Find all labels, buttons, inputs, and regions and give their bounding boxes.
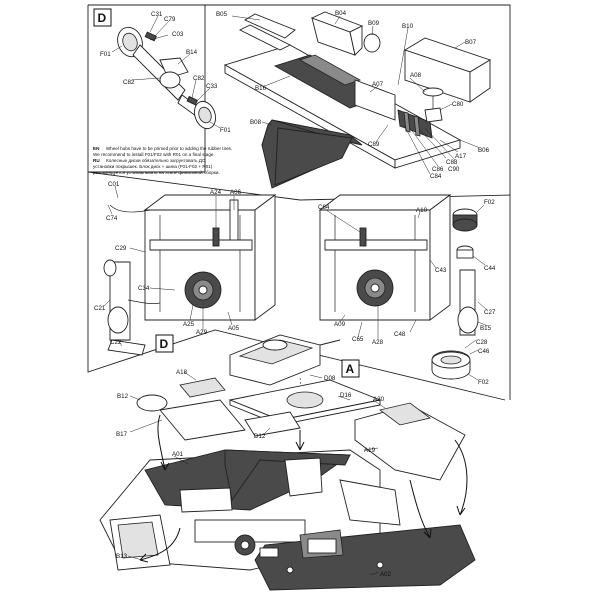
panel-divider-mid	[87, 172, 506, 401]
label-a18: A18	[176, 369, 188, 376]
note-ru-line1: Колесные диски обязательно загрунтовать …	[106, 158, 206, 163]
label-c82-b: C82	[193, 75, 205, 82]
label-b07: B07	[465, 39, 477, 46]
label-c84: C84	[430, 173, 442, 180]
note-ru-line2: установки покрышек. Блок диск + шина (F0…	[93, 164, 213, 169]
label-a07: A07	[372, 81, 384, 88]
axle-assembly-top	[117, 26, 216, 130]
leaders-chassis	[231, 15, 481, 175]
panel-d-top-frame	[87, 4, 206, 173]
label-c79: C79	[164, 16, 176, 23]
label-b17: B17	[116, 431, 128, 438]
chassis-frame-drawing	[223, 11, 492, 189]
label-d12: D12	[254, 433, 266, 440]
panel-chassis-frame	[205, 4, 511, 195]
note-ru-line3: рекомендуется устанавливать на этапе фин…	[93, 169, 220, 175]
label-c44: C44	[484, 265, 496, 272]
label-c82-a: C82	[123, 79, 135, 86]
wheel-hub-note: EN Wheel hubs have to be primed prior to…	[93, 137, 232, 175]
label-b10: B10	[402, 23, 414, 30]
assembly-arrows	[139, 414, 468, 563]
label-b12: B12	[117, 393, 129, 400]
part-labels-middle: C01 C74 A24 A06 C29 C34 C21 A25 A29 A05 …	[94, 181, 496, 386]
hull-right-drawing	[318, 194, 479, 380]
panel-frames	[87, 4, 511, 401]
label-a25: A25	[183, 321, 195, 328]
part-labels-bottom: A18 B12 B17 D08 D16 D12 A30 A01 A19 B13 …	[116, 369, 392, 578]
label-b13: B13	[116, 553, 128, 560]
note-en-line1: Wheel hubs have to be primed prior to ad…	[106, 146, 232, 151]
roof-plates-drawing	[136, 377, 466, 481]
label-b09: B09	[368, 20, 380, 27]
svg-text:EN Wheel hubs have to be: EN Wheel hubs have to be primed prior to…	[93, 137, 232, 154]
note-en-tag: EN	[93, 146, 100, 151]
step-d-mid-label: D	[160, 337, 169, 351]
step-d-top-badge: D	[93, 8, 112, 27]
label-f02-a: F02	[484, 199, 495, 206]
label-c28: C28	[476, 339, 488, 346]
hull-left-drawing	[103, 194, 277, 356]
leaders-middle	[103, 185, 489, 381]
turret-drawing	[229, 334, 341, 393]
label-c01: C01	[108, 181, 120, 188]
label-c86: C86	[432, 166, 444, 173]
label-a05: A05	[228, 325, 240, 332]
label-c34: C34	[138, 285, 150, 292]
label-c89: C89	[368, 141, 380, 148]
label-a02: A02	[380, 571, 392, 578]
leaders-bottom	[127, 371, 386, 576]
label-c31: C31	[151, 11, 163, 18]
label-b04: B04	[335, 10, 347, 17]
note-en-line2: We recommend to install F01/F02 with R01…	[93, 152, 215, 157]
label-b06: B06	[478, 147, 490, 154]
label-c43: C43	[435, 267, 447, 274]
label-a19: A19	[364, 447, 376, 454]
label-c90: C90	[448, 166, 460, 173]
label-a06: A06	[230, 189, 242, 196]
label-c80: C80	[452, 101, 464, 108]
label-c64: C64	[318, 204, 330, 211]
label-b15-a: B15	[480, 325, 492, 332]
label-a09: A09	[334, 321, 346, 328]
note-ru-tag: RU	[93, 158, 100, 163]
leaders-top-d	[111, 15, 221, 129]
label-c88: C88	[446, 159, 458, 166]
label-d08: D08	[324, 375, 336, 382]
label-f01-a: F01	[100, 51, 111, 58]
label-b14: B14	[186, 49, 198, 56]
label-a08: A08	[410, 72, 422, 79]
step-a-badge: A	[341, 359, 360, 378]
label-c74: C74	[106, 215, 118, 222]
label-c65: C65	[352, 336, 364, 343]
label-c03: C03	[172, 31, 184, 38]
label-a10: A10	[416, 207, 428, 214]
label-c46: C46	[478, 348, 490, 355]
label-c48: C48	[394, 331, 406, 338]
label-d16: D16	[340, 392, 352, 399]
part-labels-top-d: C31 C79 C03 F01 B14 C82 C82 C33 F01	[100, 11, 231, 134]
label-a01: A01	[172, 451, 184, 458]
label-c33: C33	[206, 83, 218, 90]
label-c21: C21	[94, 305, 106, 312]
label-a29: A29	[196, 329, 208, 336]
label-b08: B08	[250, 119, 262, 126]
label-a28: A28	[372, 339, 384, 346]
label-a17: A17	[455, 153, 467, 160]
svg-text:RU Колесные диски обязат: RU Колесные диски обязательно загрунтова…	[93, 149, 206, 166]
label-b16: B16	[255, 85, 267, 92]
part-labels-chassis: B05 B04 B09 B10 B07 A08 A07 C80 B16 B08 …	[216, 10, 490, 180]
step-d-mid-badge: D	[155, 334, 174, 353]
label-a30: A30	[373, 396, 385, 403]
label-c29: C29	[115, 245, 127, 252]
label-f02-b: F02	[478, 379, 489, 386]
step-d-top-label: D	[98, 11, 107, 25]
label-c27: C27	[484, 309, 496, 316]
label-a24: A24	[210, 189, 222, 196]
label-f01-b: F01	[220, 127, 231, 134]
label-c22: C22	[110, 339, 122, 346]
step-a-label: A	[346, 362, 355, 376]
side-plate-a02-drawing	[254, 524, 476, 591]
label-b05: B05	[216, 11, 228, 18]
